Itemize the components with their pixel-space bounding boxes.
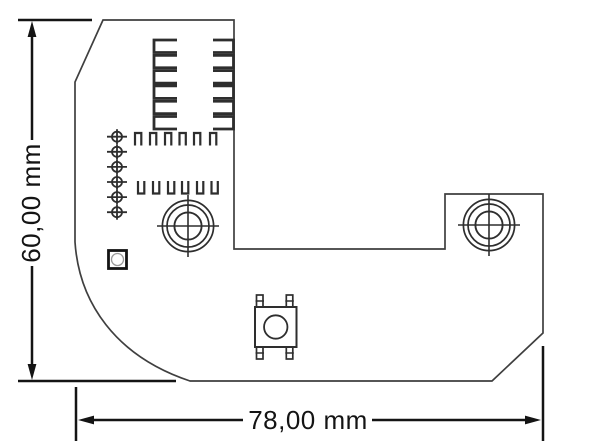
smd-pad-bottom: [166, 181, 176, 195]
ic-pad-right: [213, 53, 235, 70]
smd-pad-row-bottom: [136, 181, 219, 195]
width-dimension: 78,00 mm: [74, 346, 545, 441]
smd-pad-top: [192, 131, 202, 146]
header-hole: [111, 160, 123, 173]
mounting-hole-mid-ring: [166, 204, 210, 248]
dimension-arrow-right-icon: [525, 415, 541, 425]
ic-pad-left: [152, 84, 177, 100]
header-hole: [111, 176, 123, 188]
square-pad-hole: [110, 252, 125, 267]
ic-pad-right: [213, 69, 235, 85]
header-hole: [111, 191, 123, 204]
pin-header-holes: [107, 129, 127, 220]
height-dimension: 60,00 mm: [16, 18, 176, 383]
smd-pad-top: [208, 131, 218, 146]
dimension-arrow-up-icon: [27, 21, 37, 37]
dimension-arrow-left-icon: [78, 415, 94, 425]
board-outline: [74, 19, 544, 382]
ic-pad-left: [152, 69, 177, 85]
push-button: [254, 294, 298, 360]
ic-pad-right: [213, 115, 235, 131]
header-hole: [111, 145, 123, 158]
mounting-hole-outer-ring: [161, 199, 215, 253]
ic-footprint: [152, 38, 235, 131]
ic-pad-left: [152, 99, 177, 116]
smd-pad-bottom: [210, 181, 219, 195]
mounting-hole-mid-ring: [467, 203, 511, 247]
ic-pad-left: [152, 115, 177, 131]
smd-pad-top: [133, 131, 143, 146]
header-hole: [111, 130, 123, 143]
ic-pad-left: [152, 53, 177, 70]
button-body: [254, 306, 298, 348]
smd-pad-bottom: [136, 181, 146, 195]
smd-pad-row-top: [133, 131, 218, 146]
smd-pad-top: [163, 131, 173, 146]
smd-pad-bottom: [195, 181, 205, 195]
smd-pad-bottom: [151, 181, 161, 195]
ic-pad-left: [152, 38, 177, 54]
header-hole: [111, 206, 123, 219]
mounting-hole-drill: [173, 211, 203, 241]
width-dimension-label: 78,00 mm: [248, 405, 368, 435]
mounting-hole-drill: [474, 210, 504, 240]
mounting-hole-outer-ring: [462, 198, 516, 252]
smd-pad-bottom: [180, 181, 190, 195]
ic-pad-right: [213, 38, 235, 54]
smd-pad-top: [178, 131, 187, 146]
button-actuator: [263, 314, 289, 340]
height-dimension-label: 60,00 mm: [16, 143, 46, 263]
ic-pad-right: [213, 99, 235, 116]
square-pad: [107, 249, 128, 270]
mounting-holes: [157, 194, 520, 257]
dimension-arrow-down-icon: [27, 364, 37, 380]
smd-pad-top: [148, 131, 158, 146]
ic-pad-right: [213, 84, 235, 100]
